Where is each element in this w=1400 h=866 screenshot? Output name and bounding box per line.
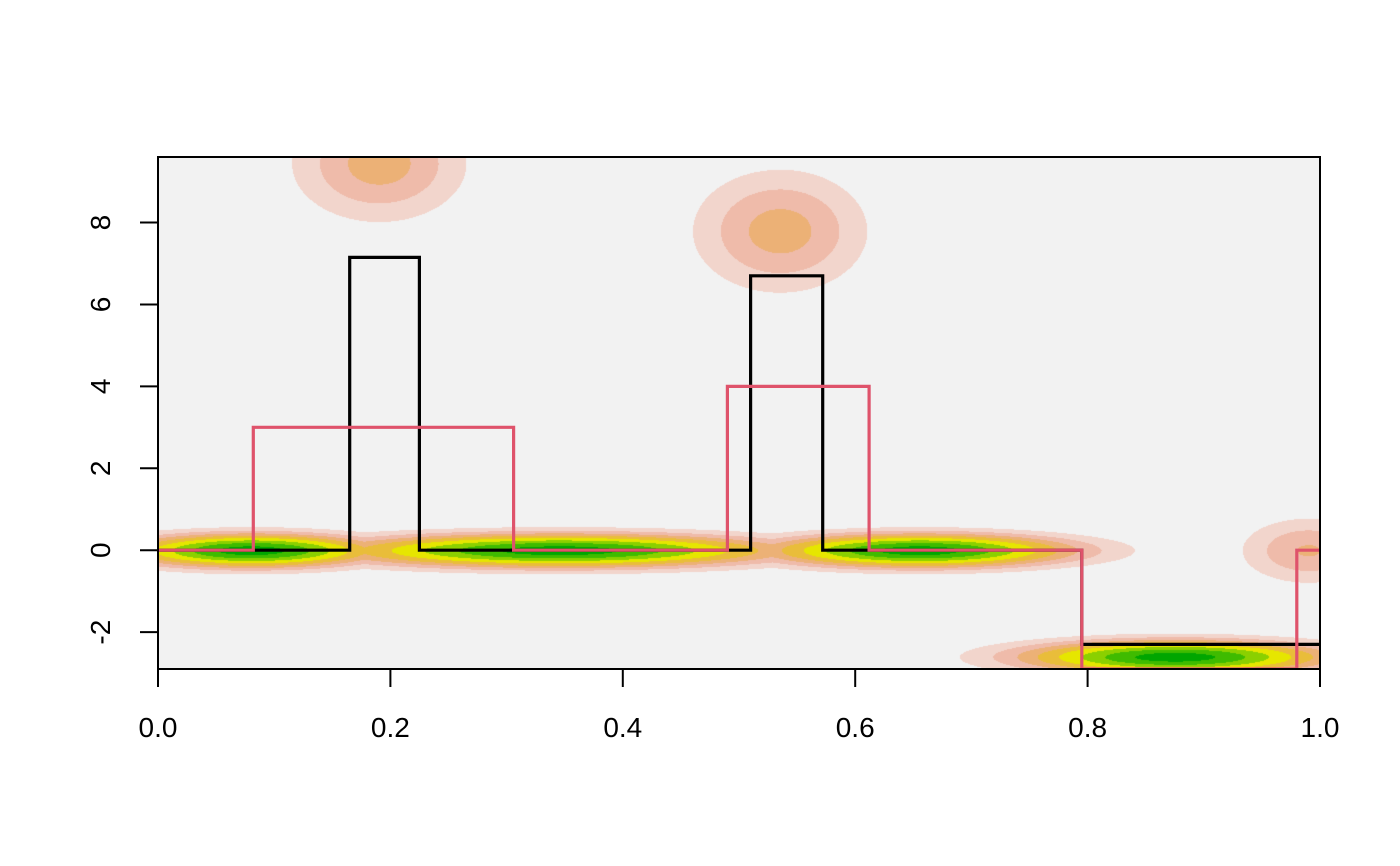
series-layer bbox=[158, 255, 1320, 669]
y-axis: -2 0 2 4 6 8 bbox=[85, 215, 159, 645]
x-tick-label-5: 1.0 bbox=[1301, 712, 1340, 743]
y-tick-label-0: -2 bbox=[85, 620, 116, 645]
y-tick-label-3: 4 bbox=[85, 379, 116, 395]
density-heatmap bbox=[158, 157, 1320, 669]
x-tick-label-3: 0.6 bbox=[836, 712, 875, 743]
series-line-2 bbox=[158, 384, 1320, 669]
x-tick-label-2: 0.4 bbox=[603, 712, 642, 743]
x-tick-label-0: 0.0 bbox=[139, 712, 178, 743]
x-tick-label-4: 0.8 bbox=[1068, 712, 1107, 743]
y-tick-label-1: 0 bbox=[85, 542, 116, 558]
x-axis: 0.0 0.2 0.4 0.6 0.8 1.0 bbox=[139, 668, 1340, 743]
x-tick-label-1: 0.2 bbox=[371, 712, 410, 743]
y-tick-label-5: 8 bbox=[85, 215, 116, 231]
y-tick-label-2: 2 bbox=[85, 461, 116, 477]
y-tick-label-4: 6 bbox=[85, 297, 116, 313]
